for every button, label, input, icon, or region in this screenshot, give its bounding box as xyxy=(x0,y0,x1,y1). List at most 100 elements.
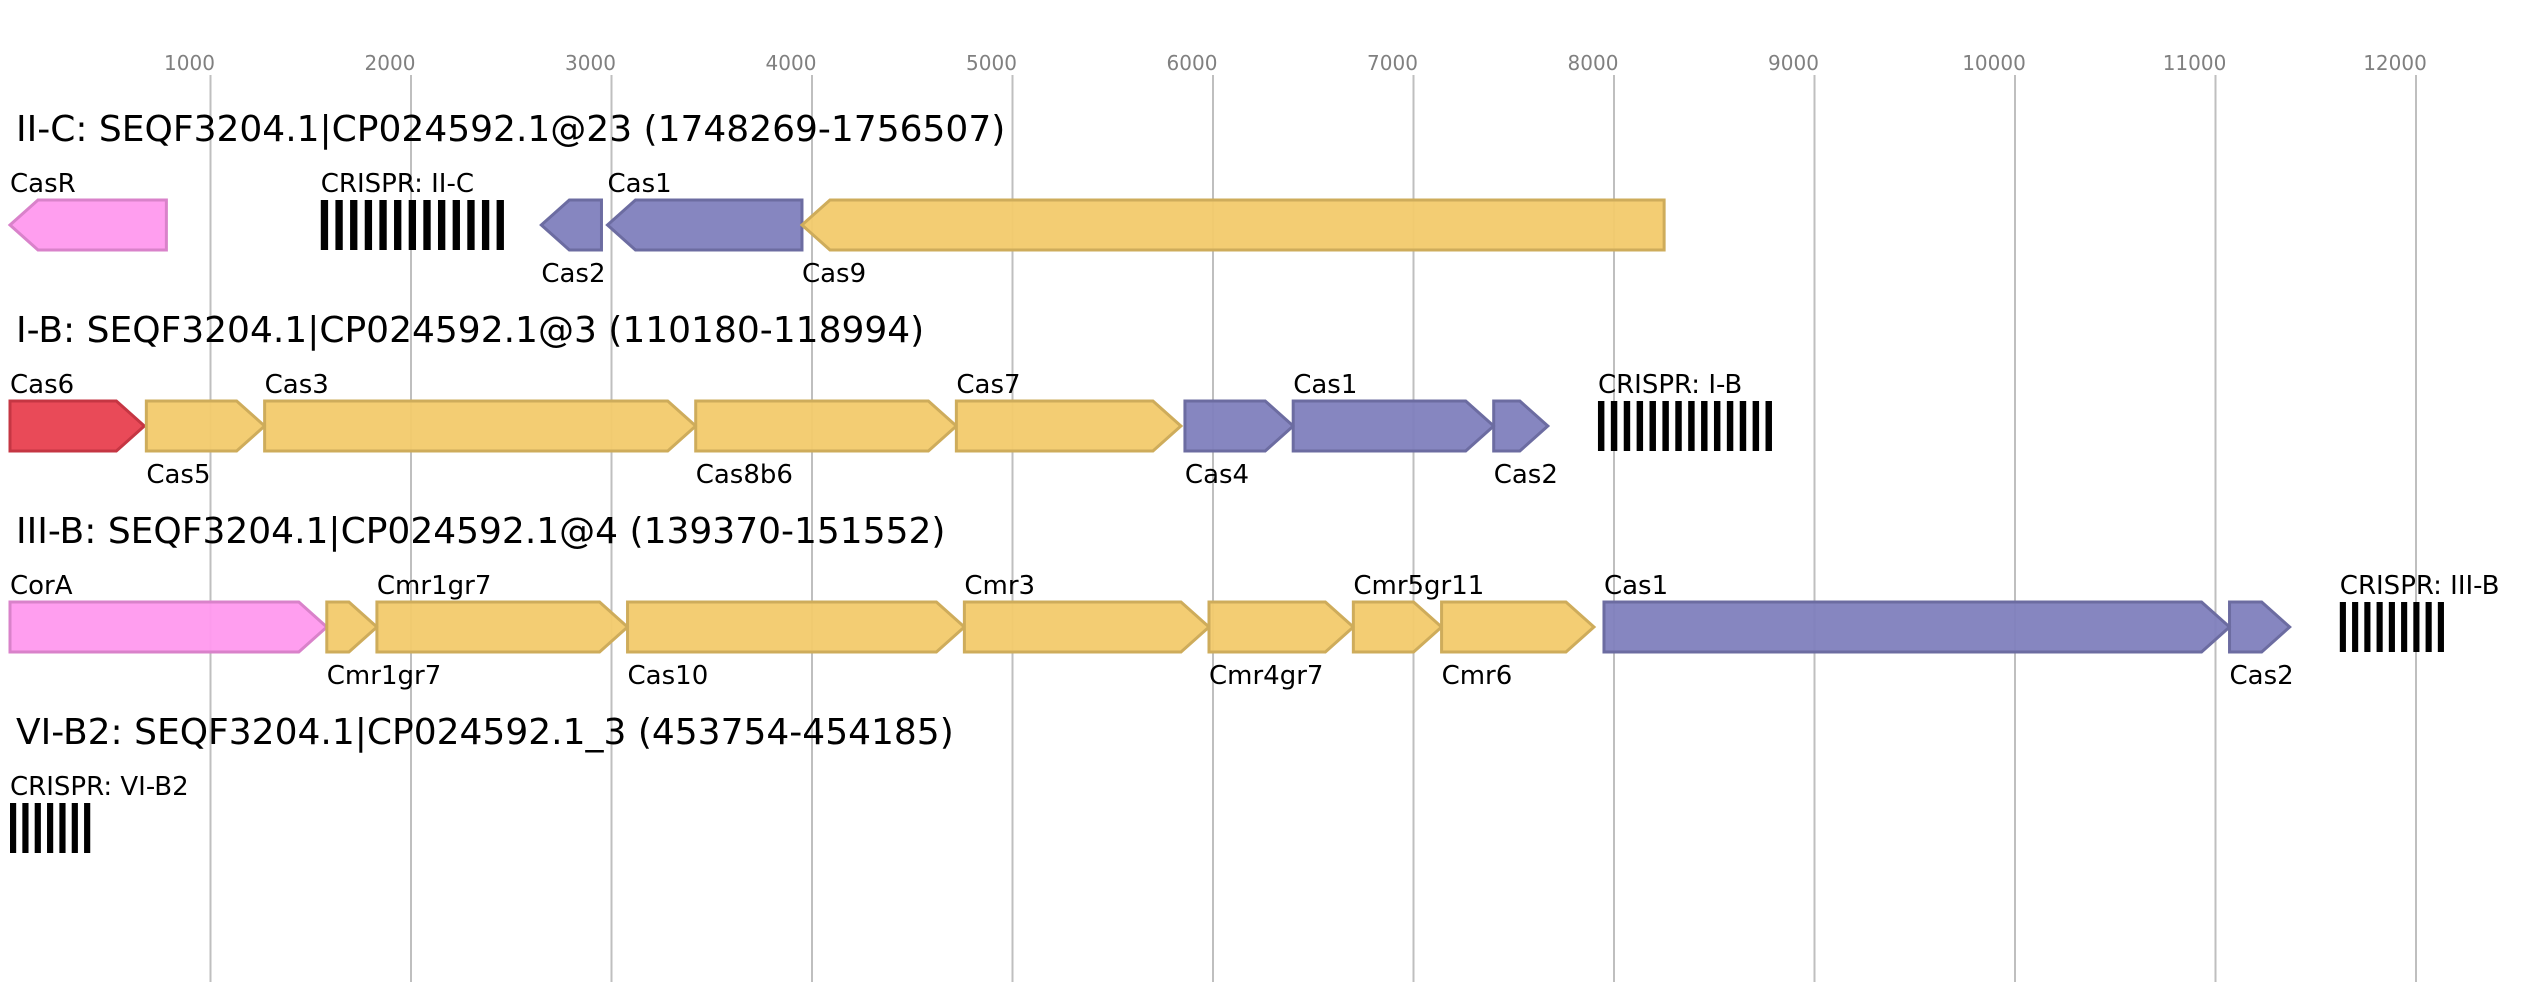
gene-arrow xyxy=(694,399,959,453)
crispr-repeat xyxy=(350,200,358,250)
tick-label: 4000 xyxy=(766,51,817,75)
crispr-repeat xyxy=(59,803,66,853)
gene-arrow xyxy=(962,600,1212,654)
crispr-repeat xyxy=(467,200,475,250)
gene-label: Cas2 xyxy=(1494,460,1558,490)
gene-label: Cas1 xyxy=(607,169,671,199)
crispr-repeat xyxy=(1636,401,1644,451)
crispr-repeat xyxy=(2376,602,2383,652)
locus-track: I-B: SEQF3204.1|CP024592.1@3 (110180-118… xyxy=(8,310,1772,490)
gene-arrow xyxy=(1183,399,1296,453)
gene-label: Cas7 xyxy=(956,370,1020,400)
crispr-repeat xyxy=(34,803,41,853)
gene-arrow xyxy=(539,198,603,252)
gene-arrow xyxy=(325,600,380,654)
crispr-repeat xyxy=(1765,401,1772,451)
tick-label: 5000 xyxy=(966,51,1017,75)
locus-track: VI-B2: SEQF3204.1|CP024592.1_3 (453754-4… xyxy=(10,712,954,853)
locus-track: II-C: SEQF3204.1|CP024592.1@23 (1748269-… xyxy=(7,109,1666,289)
gene-arrow xyxy=(375,600,630,654)
tick-label: 3000 xyxy=(565,51,616,75)
gene-arrow xyxy=(1602,600,2232,654)
tick-label: 8000 xyxy=(1568,51,1619,75)
locus-title: I-B: SEQF3204.1|CP024592.1@3 (110180-118… xyxy=(16,310,924,351)
crispr-repeat xyxy=(2425,602,2432,652)
crispr-repeat xyxy=(496,200,504,250)
crispr-repeat xyxy=(335,200,343,250)
gene-label: Cas3 xyxy=(265,370,329,400)
gene-label: Cmr5gr11 xyxy=(1353,571,1484,601)
gene-label: Cas9 xyxy=(802,259,866,289)
tick-label: 7000 xyxy=(1367,51,1418,75)
crispr-repeat xyxy=(1688,401,1695,451)
crispr-repeat xyxy=(10,803,17,853)
gene-arrow xyxy=(1440,600,1597,654)
crispr-array xyxy=(1597,401,1772,451)
gene-label: Cmr1gr7 xyxy=(327,661,441,691)
crispr-repeat xyxy=(1726,401,1734,451)
crispr-repeat xyxy=(2437,602,2444,652)
crispr-repeat xyxy=(1752,401,1760,451)
gene-label: CRISPR: I-B xyxy=(1598,370,1742,400)
gene-arrow xyxy=(7,198,168,252)
gene-label: Cas1 xyxy=(1604,571,1668,601)
gene-arrow xyxy=(144,399,267,453)
gene-arrow xyxy=(605,198,804,252)
gene-arrow xyxy=(1207,600,1356,654)
crispr-repeat xyxy=(47,803,54,853)
gene-arrow xyxy=(263,399,698,453)
tick-label: 6000 xyxy=(1167,51,1218,75)
locus-title: II-C: SEQF3204.1|CP024592.1@23 (1748269-… xyxy=(16,109,1005,150)
tick-label: 9000 xyxy=(1768,51,1819,75)
crispr-repeat xyxy=(394,200,402,250)
crispr-repeat xyxy=(423,200,431,250)
gene-arrow xyxy=(2228,600,2292,654)
crispr-repeat xyxy=(1675,401,1682,451)
gene-label: Cmr6 xyxy=(1442,661,1513,691)
gene-label: CRISPR: II-C xyxy=(321,169,474,199)
crispr-array xyxy=(320,200,504,250)
crispr-repeat xyxy=(320,200,329,250)
locus-title: VI-B2: SEQF3204.1|CP024592.1_3 (453754-4… xyxy=(16,712,954,753)
crispr-repeat xyxy=(2388,602,2395,652)
gene-label: Cas1 xyxy=(1293,370,1357,400)
tick-label: 11000 xyxy=(2163,51,2227,75)
gene-arrow xyxy=(954,399,1184,453)
gene-arrow xyxy=(799,198,1666,252)
crispr-repeat xyxy=(481,200,490,250)
gene-label: CasR xyxy=(10,169,76,199)
gene-arrow xyxy=(1492,399,1551,453)
gene-arrow xyxy=(8,600,330,654)
gene-label: CRISPR: III-B xyxy=(2340,571,2500,601)
gene-label: Cas10 xyxy=(628,661,709,691)
crispr-repeat xyxy=(1739,401,1747,451)
gene-label: Cmr1gr7 xyxy=(377,571,491,601)
crispr-repeat xyxy=(84,803,91,853)
gene-label: Cas6 xyxy=(10,370,74,400)
crispr-repeat xyxy=(1623,401,1631,451)
gene-arrow xyxy=(1291,399,1496,453)
gene-label: CRISPR: VI-B2 xyxy=(10,772,189,802)
crispr-array xyxy=(10,803,91,853)
gene-label: CorA xyxy=(10,571,73,601)
gene-label: Cmr4gr7 xyxy=(1209,661,1323,691)
loci-tracks: II-C: SEQF3204.1|CP024592.1@23 (1748269-… xyxy=(7,109,2500,853)
crispr-repeat xyxy=(1649,401,1656,451)
crispr-repeat xyxy=(22,803,29,853)
tick-label: 2000 xyxy=(365,51,416,75)
crispr-repeat xyxy=(2339,602,2346,652)
crispr-array xyxy=(2339,602,2444,652)
crispr-repeat xyxy=(1610,401,1618,451)
crispr-repeat xyxy=(452,200,460,250)
crispr-repeat xyxy=(2413,602,2420,652)
gene-label: Cas2 xyxy=(2230,661,2294,691)
crispr-repeat xyxy=(2401,602,2408,652)
crispr-repeat xyxy=(1701,401,1708,451)
tick-label: 1000 xyxy=(164,51,215,75)
gene-label: Cas5 xyxy=(146,460,210,490)
gene-arrow xyxy=(626,600,967,654)
crispr-repeat xyxy=(2352,602,2359,652)
crispr-repeat xyxy=(408,200,417,250)
